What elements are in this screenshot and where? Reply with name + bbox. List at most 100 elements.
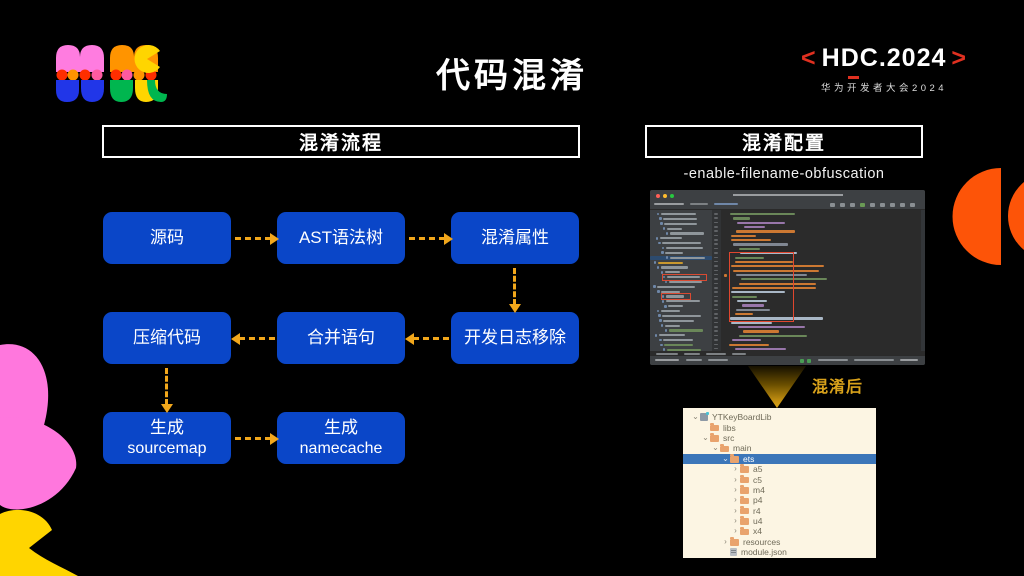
code-text-bar — [714, 217, 718, 219]
code-text-bar — [659, 217, 662, 221]
code-text-bar — [729, 213, 795, 216]
flow-box-ast: AST语法树 — [277, 212, 405, 264]
flow-box-compress: 压缩代码 — [103, 312, 231, 364]
code-text-bar — [714, 278, 718, 280]
code-text-bar — [714, 243, 718, 246]
code-text-bar — [714, 339, 718, 341]
code-text-bar — [665, 295, 685, 298]
code-text-bar — [714, 265, 718, 267]
window-minimize-icon — [663, 193, 667, 198]
tree-item-main: ⌄main — [683, 443, 876, 453]
code-text-bar — [714, 260, 718, 263]
code-text-bar — [738, 282, 817, 285]
tree-item-label: m4 — [753, 484, 765, 495]
code-text-bar — [714, 291, 718, 293]
code-text-bar — [729, 317, 824, 320]
code-text-bar — [714, 321, 718, 324]
tree-red-highlight-box — [660, 293, 692, 301]
funnel-arrow-icon — [748, 366, 806, 408]
code-text-bar — [818, 359, 848, 362]
code-text-bar — [668, 280, 702, 284]
orange-edge-circle — [1008, 182, 1024, 250]
code-text-bar — [730, 239, 771, 242]
code-text-bar — [739, 334, 808, 337]
folder-icon — [740, 474, 749, 484]
code-text-bar — [714, 226, 718, 228]
module-icon — [700, 412, 709, 422]
code-text-bar — [665, 256, 669, 260]
code-text-bar — [661, 290, 680, 293]
code-text-bar — [738, 326, 806, 329]
chevron-icon: ⌄ — [722, 453, 729, 463]
hdc-logo — [56, 45, 167, 102]
tree-item-label: module.json — [741, 547, 787, 558]
code-text-bar — [714, 343, 718, 346]
code-text-bar — [735, 273, 808, 277]
brand-subtitle: 华为开发者大会2024 — [820, 83, 948, 94]
code-text-bar — [714, 239, 718, 241]
folder-icon — [710, 422, 719, 432]
code-text-bar — [658, 241, 661, 245]
code-text-bar — [663, 319, 695, 322]
tree-item-x4: ›x4 — [683, 526, 876, 536]
code-text-bar — [741, 278, 827, 281]
code-text-bar — [659, 319, 662, 323]
code-text-bar — [734, 347, 786, 351]
code-text-bar — [666, 348, 701, 351]
tree-item-src: ⌄src — [683, 433, 876, 443]
tree-item-r4: › r4 — [683, 506, 876, 516]
code-text-bar — [714, 300, 718, 302]
arrow-left-icon — [231, 332, 275, 345]
tree-item-libs: libs — [683, 422, 876, 433]
code-text-bar — [714, 347, 718, 350]
code-text-bar — [735, 313, 753, 316]
code-highlight-rectangle — [729, 252, 794, 322]
code-text-bar — [663, 339, 694, 342]
code-text-bar — [724, 273, 727, 277]
code-text-bar — [730, 265, 825, 268]
tree-item-label: r4 — [753, 505, 761, 516]
code-text-bar — [654, 333, 657, 337]
code-text-bar — [733, 243, 789, 246]
code-text-bar — [668, 329, 703, 332]
code-text-bar — [714, 313, 718, 315]
code-text-bar — [890, 202, 895, 207]
yellow-pacman-shape — [0, 509, 78, 576]
code-text-bar — [661, 251, 664, 255]
folder-icon — [710, 433, 719, 442]
ide-titlebar — [650, 190, 925, 200]
code-text-bar — [659, 237, 683, 240]
brand-name: HDC.2024 — [821, 44, 947, 72]
code-text-bar — [714, 317, 718, 319]
code-text-bar — [714, 295, 718, 298]
folder-icon — [740, 516, 749, 525]
config-section-header: 混淆配置 — [645, 125, 923, 158]
code-text-bar — [714, 308, 718, 311]
folder-icon — [730, 454, 739, 463]
code-text-bar — [739, 247, 761, 250]
code-text-bar — [662, 227, 666, 230]
window-close-icon — [656, 193, 660, 198]
code-text-bar — [732, 269, 819, 272]
ide-editor — [712, 210, 921, 351]
code-text-bar — [900, 202, 905, 207]
arrow-left-icon — [405, 332, 449, 345]
brand-bracket-right: > — [951, 44, 967, 72]
ide-status-bar — [650, 355, 925, 365]
folder-icon — [740, 485, 749, 494]
brand-block: <HDC.2024> 华为开发者大会2024 — [796, 44, 972, 94]
code-text-bar — [736, 308, 771, 311]
tree-item-label: resources — [743, 536, 781, 547]
code-text-bar — [662, 242, 702, 245]
chevron-icon: › — [734, 505, 737, 515]
tree-item-u4: ›u4 — [683, 516, 876, 526]
tree-item-label: main — [733, 443, 752, 454]
tree-item-label: u4 — [753, 516, 763, 527]
folder-icon — [740, 464, 749, 473]
code-text-bar — [807, 359, 811, 363]
code-text-bar — [732, 286, 817, 290]
tree-item-label: a5 — [753, 464, 763, 475]
brand-tag: <HDC.2024> — [796, 44, 972, 73]
flow-box-source: 源码 — [103, 212, 231, 264]
code-text-bar — [731, 339, 762, 342]
